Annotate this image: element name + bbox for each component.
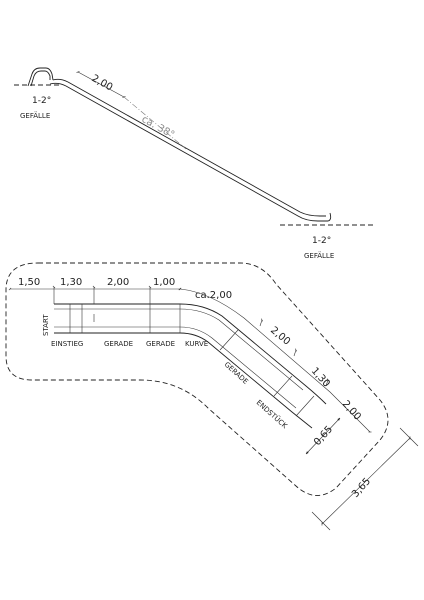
dim-line-diagonal [178,287,372,433]
dim-einstieg: 1,30 [60,277,82,288]
slope-top-label: 1-2° [32,96,51,106]
dim-line-total [399,427,419,447]
dim-kurve: ca.2,00 [195,290,232,301]
label-gerade-1: GERADE [104,340,133,348]
gefaelle-bottom-label: GEFÄLLE [304,251,334,260]
label-gerade-2: GERADE [146,340,175,348]
label-start: START [42,314,50,336]
start-platform [27,67,54,87]
side-length-label: 2,00 [90,73,115,93]
label-einstieg: EINSTIEG [51,340,83,348]
side-angle-label: ca. 38° [140,114,177,141]
dim-gerade-3: 2,00 [268,325,292,348]
side-view: 2,00 ca. 38° 1-2° GEFÄLLE 1-2° GEFÄLLE [14,67,376,260]
dim-start: 1,50 [18,277,40,288]
slope-bottom-label: 1-2° [312,236,331,246]
dim-gerade-2: 1,00 [153,277,175,288]
dim-width: 0,65 [312,424,335,448]
dim-gerade-1: 2,00 [107,277,129,288]
dim-line-length-top [76,71,126,98]
label-kurve: KURVE [185,340,208,348]
dim-total: 3,65 [350,476,373,500]
slide-chute-upper [52,78,326,217]
plan-view: 1,50 1,30 2,00 1,00 ca.2,00 2,00 1,30 2,… [5,262,419,531]
slide-edge-outer [54,303,327,405]
dim-end: 2,00 [340,399,363,423]
dim-line-width [305,417,341,455]
slide-inner-1 [54,308,304,391]
slide-chute-lower [49,82,332,222]
label-endstueck: ENDSTÜCK [255,398,290,431]
gefaelle-top-label: GEFÄLLE [20,111,50,120]
dim-endstueck: 1,30 [309,366,332,390]
angle-dim-line [123,96,187,150]
